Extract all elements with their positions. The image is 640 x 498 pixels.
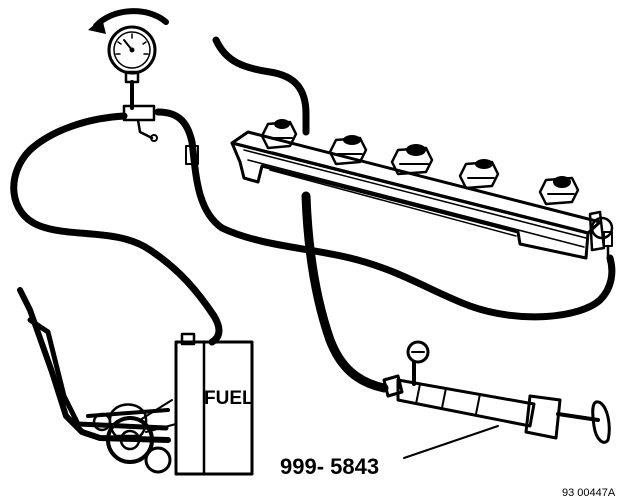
fuel-injector: [260, 119, 298, 150]
hand-pump: [382, 340, 611, 444]
cart-wheel: [144, 446, 172, 474]
fuel-injector: [538, 176, 580, 206]
pressure-regulator: [588, 210, 614, 260]
figure-reference: 93 00447A: [562, 487, 616, 498]
rotation-arrow-icon: [93, 8, 169, 29]
bleed-valve-icon: [150, 134, 158, 142]
pressure-gauge: [88, 8, 169, 142]
fuel-cart: [17, 287, 177, 474]
hose-clamp: [185, 145, 199, 165]
pump-hose: [301, 191, 389, 393]
fuel-injector: [328, 135, 368, 166]
pump-handle[interactable]: [591, 400, 611, 444]
fuel-injector: [390, 144, 434, 176]
cart-wheel: [106, 416, 154, 464]
gauge-to-tank-hose: [10, 112, 223, 346]
pump-gauge-icon: [406, 340, 430, 364]
tool-leader-line: [403, 425, 499, 459]
tank-cap: [180, 332, 196, 346]
tank-label: FUEL: [204, 388, 254, 409]
gauge-to-rail-hose: [154, 108, 616, 321]
tool-number-label: 999- 5843: [280, 454, 379, 479]
fuel-injector: [458, 159, 500, 190]
tee-fitting: [122, 104, 156, 122]
fuel-tank: FUEL: [174, 332, 254, 476]
vacuum-hose: [212, 36, 310, 136]
